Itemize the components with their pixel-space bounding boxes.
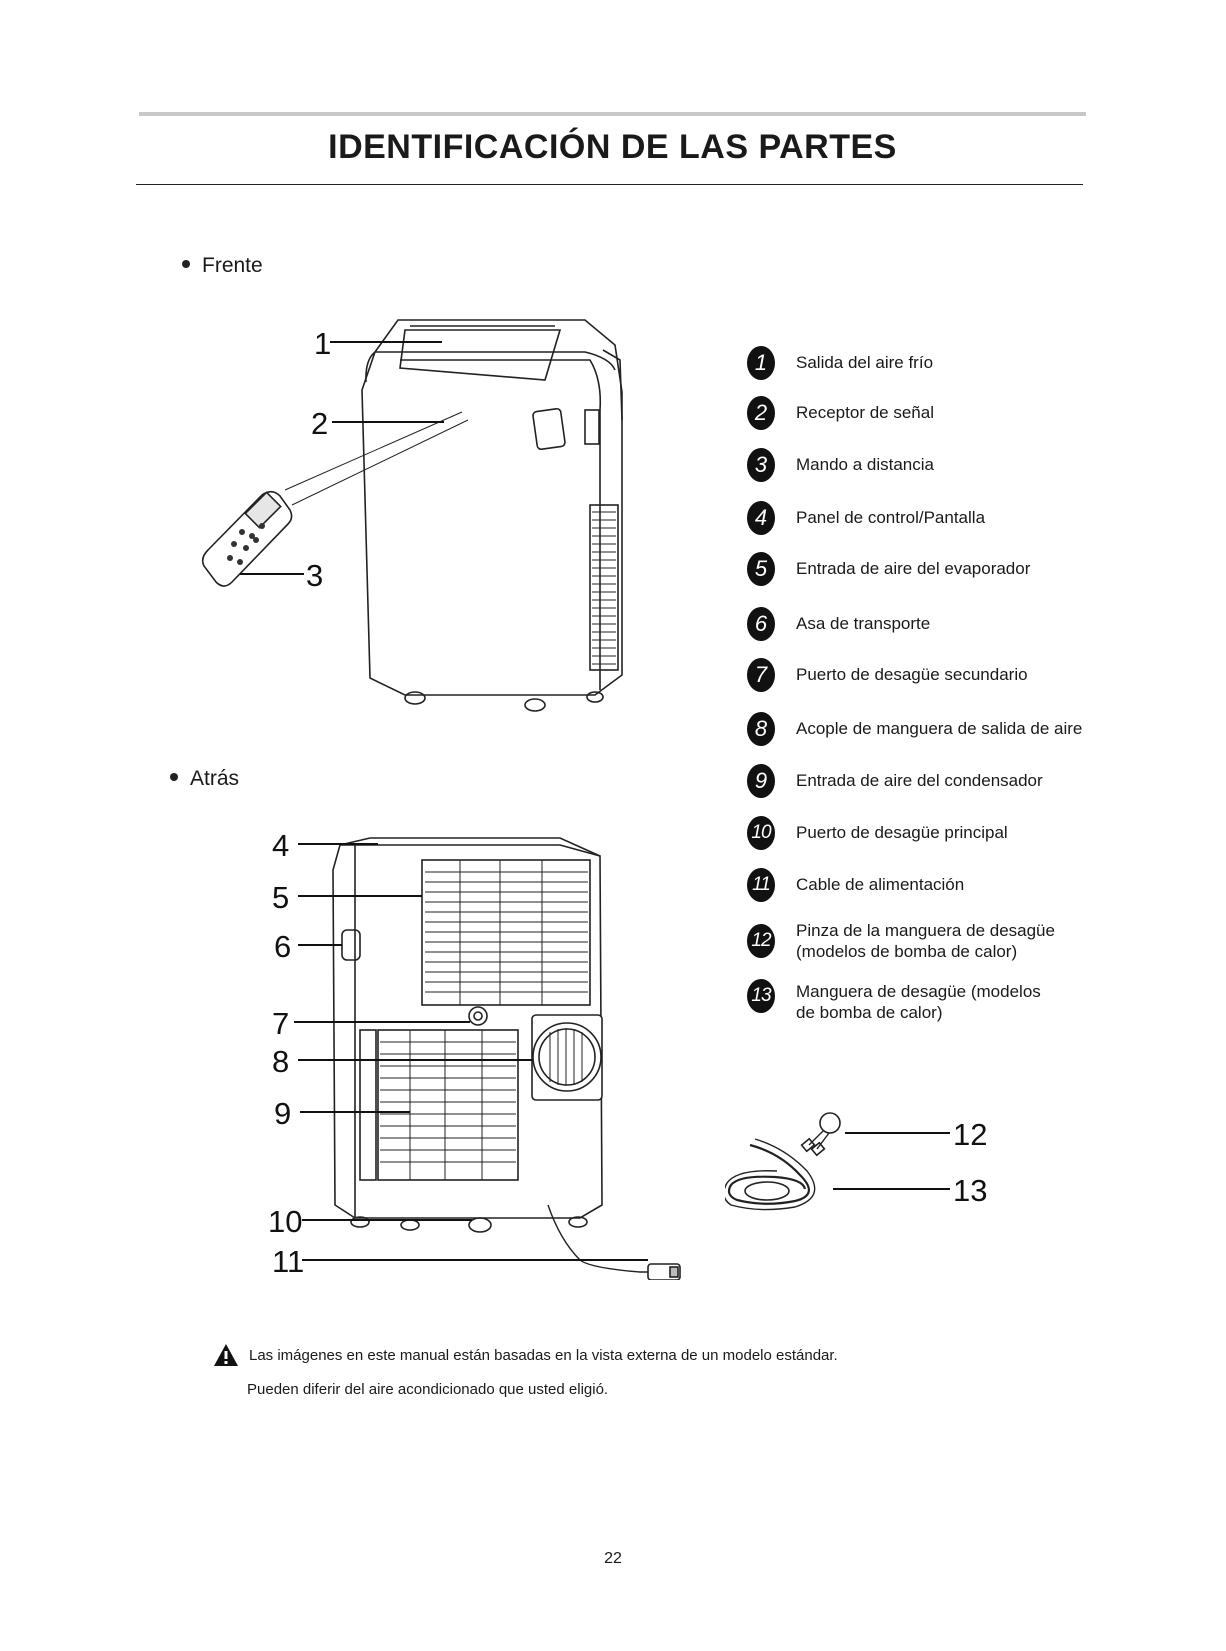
callout-11: 11 (272, 1244, 304, 1279)
section-front-label: Frente (202, 254, 263, 277)
callout-3: 3 (306, 558, 323, 593)
back-view-illustration: 4 5 6 7 8 9 10 11 (268, 828, 681, 1280)
section-back-heading: Atrás (170, 767, 239, 791)
title-divider (136, 184, 1083, 185)
part-label: Pinza de la manguera de desagüe (modelos… (796, 921, 1055, 961)
list-item: 11 Cable de alimentación (747, 868, 1207, 902)
accessories-illustration: 12 13 (725, 1112, 987, 1211)
number-badge: 11 (747, 868, 775, 902)
callout-13: 13 (953, 1173, 987, 1208)
callout-2: 2 (311, 406, 328, 441)
callout-10: 10 (268, 1204, 302, 1239)
list-item: 6 Asa de transporte (747, 607, 1207, 641)
callout-8: 8 (272, 1044, 289, 1079)
warning-triangle-icon (214, 1344, 238, 1366)
list-item: 2 Receptor de señal (747, 396, 1207, 430)
callout-5: 5 (272, 880, 289, 915)
list-item: 9 Entrada de aire del condensador (747, 764, 1207, 798)
number-badge: 4 (747, 501, 775, 535)
callout-6: 6 (274, 929, 291, 964)
number-badge: 10 (747, 816, 775, 850)
list-item: 7 Puerto de desagüe secundario (747, 658, 1207, 692)
callout-9: 9 (274, 1096, 291, 1131)
callout-4: 4 (272, 828, 289, 863)
list-item: 5 Entrada de aire del evaporador (747, 552, 1207, 586)
notice: Las imágenes en este manual están basada… (213, 1343, 838, 1398)
list-item: 12 Pinza de la manguera de desagüe (model… (747, 920, 1207, 962)
list-item: 13 Manguera de desagüe (modelos de bomba … (747, 979, 1207, 1023)
part-label: Receptor de señal (796, 403, 934, 422)
front-view-illustration: 1 2 3 (201, 319, 623, 712)
part-label: Entrada de aire del condensador (796, 771, 1043, 790)
part-label: Panel de control/Pantalla (796, 508, 986, 527)
page-number: 22 (604, 1550, 622, 1567)
callout-12: 12 (953, 1117, 987, 1152)
part-label: Mando a distancia (796, 455, 934, 474)
list-item: 10 Puerto de desagüe principal (747, 816, 1207, 850)
part-label: Cable de alimentación (796, 875, 965, 894)
number-badge: 7 (747, 658, 775, 692)
notice-line-1: Las imágenes en este manual están basada… (249, 1346, 838, 1364)
notice-line-2: Pueden diferir del aire acondicionado qu… (247, 1381, 609, 1398)
bullet-icon (182, 260, 190, 269)
list-item: 1 Salida del aire frío (747, 346, 1207, 380)
bullet-icon (170, 773, 178, 782)
list-item: 4 Panel de control/Pantalla (747, 501, 1207, 535)
number-badge: 1 (747, 346, 775, 380)
part-label: Acople de manguera de salida de aire (796, 719, 1083, 738)
part-label: Puerto de desagüe secundario (796, 665, 1028, 684)
part-label: Manguera de desagüe (modelos de bomba de… (796, 982, 1041, 1022)
number-badge: 5 (747, 552, 775, 586)
number-badge: 12 (747, 924, 775, 958)
list-item: 8 Acople de manguera de salida de aire (747, 712, 1207, 746)
part-label: Salida del aire frío (796, 353, 934, 372)
part-label: Asa de transporte (796, 614, 931, 633)
callout-1: 1 (314, 326, 331, 361)
number-badge: 2 (747, 396, 775, 430)
section-front-heading: Frente (182, 254, 263, 278)
part-label: Entrada de aire del evaporador (796, 559, 1031, 578)
page-title: IDENTIFICACIÓN DE LAS PARTES (328, 128, 897, 166)
top-rule (139, 112, 1086, 116)
callout-7: 7 (272, 1006, 289, 1041)
section-back-label: Atrás (190, 767, 240, 790)
number-badge: 8 (747, 712, 775, 746)
number-badge: 3 (747, 448, 775, 482)
number-badge: 13 (747, 979, 775, 1013)
part-label: Puerto de desagüe principal (796, 823, 1008, 842)
number-badge: 6 (747, 607, 775, 641)
list-item: 3 Mando a distancia (747, 448, 1207, 482)
number-badge: 9 (747, 764, 775, 798)
